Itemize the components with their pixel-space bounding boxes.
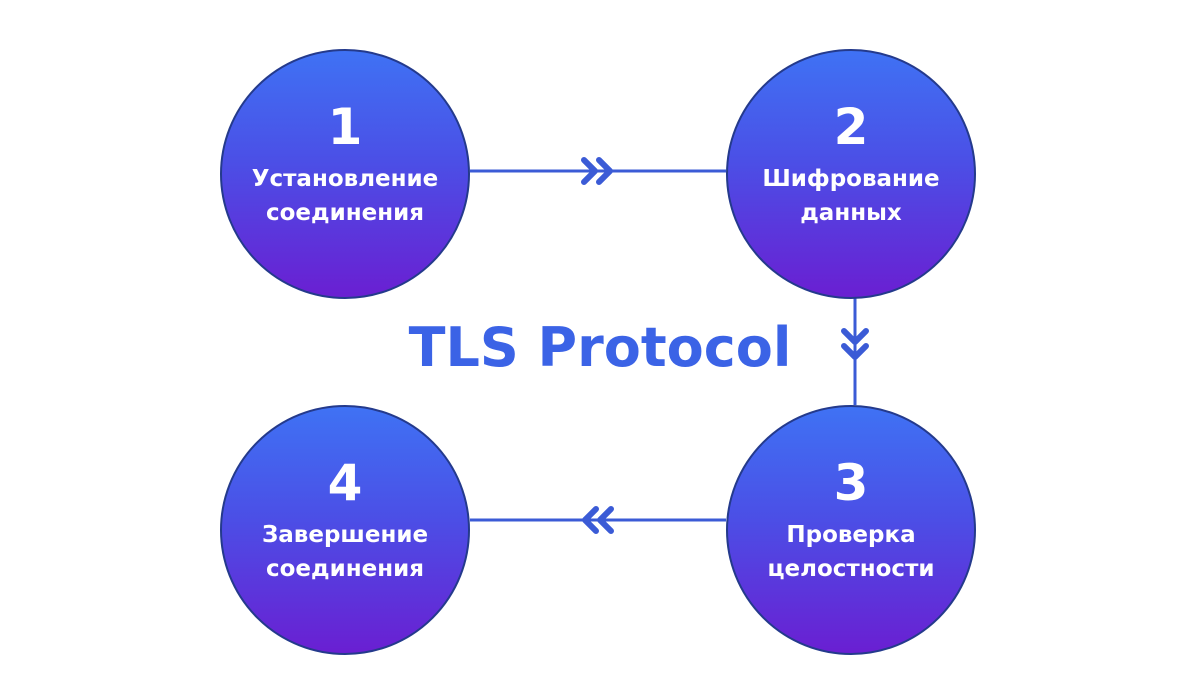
step-3-label: Проверка целостности — [767, 522, 935, 582]
step-1-circle: 1 Установление соединения — [220, 49, 470, 299]
step-3-number: 3 — [833, 454, 869, 512]
step-3-circle: 3 Проверка целостности — [726, 405, 976, 655]
double-chevron-right-icon — [581, 157, 613, 185]
step-4-label: Завершение соединения — [261, 522, 429, 582]
diagram-title: TLS Protocol — [408, 316, 792, 379]
step-4-circle: 4 Завершение соединения — [220, 405, 470, 655]
double-chevron-left-icon — [582, 506, 614, 534]
step-4-number: 4 — [327, 454, 363, 512]
step-2-label: Шифрование данных — [762, 166, 940, 226]
step-2-circle: 2 Шифрование данных — [726, 49, 976, 299]
step-1-number: 1 — [327, 98, 363, 156]
double-chevron-down-icon — [841, 328, 869, 360]
step-1-label: Установление соединения — [251, 166, 439, 226]
step-2-number: 2 — [833, 98, 869, 156]
